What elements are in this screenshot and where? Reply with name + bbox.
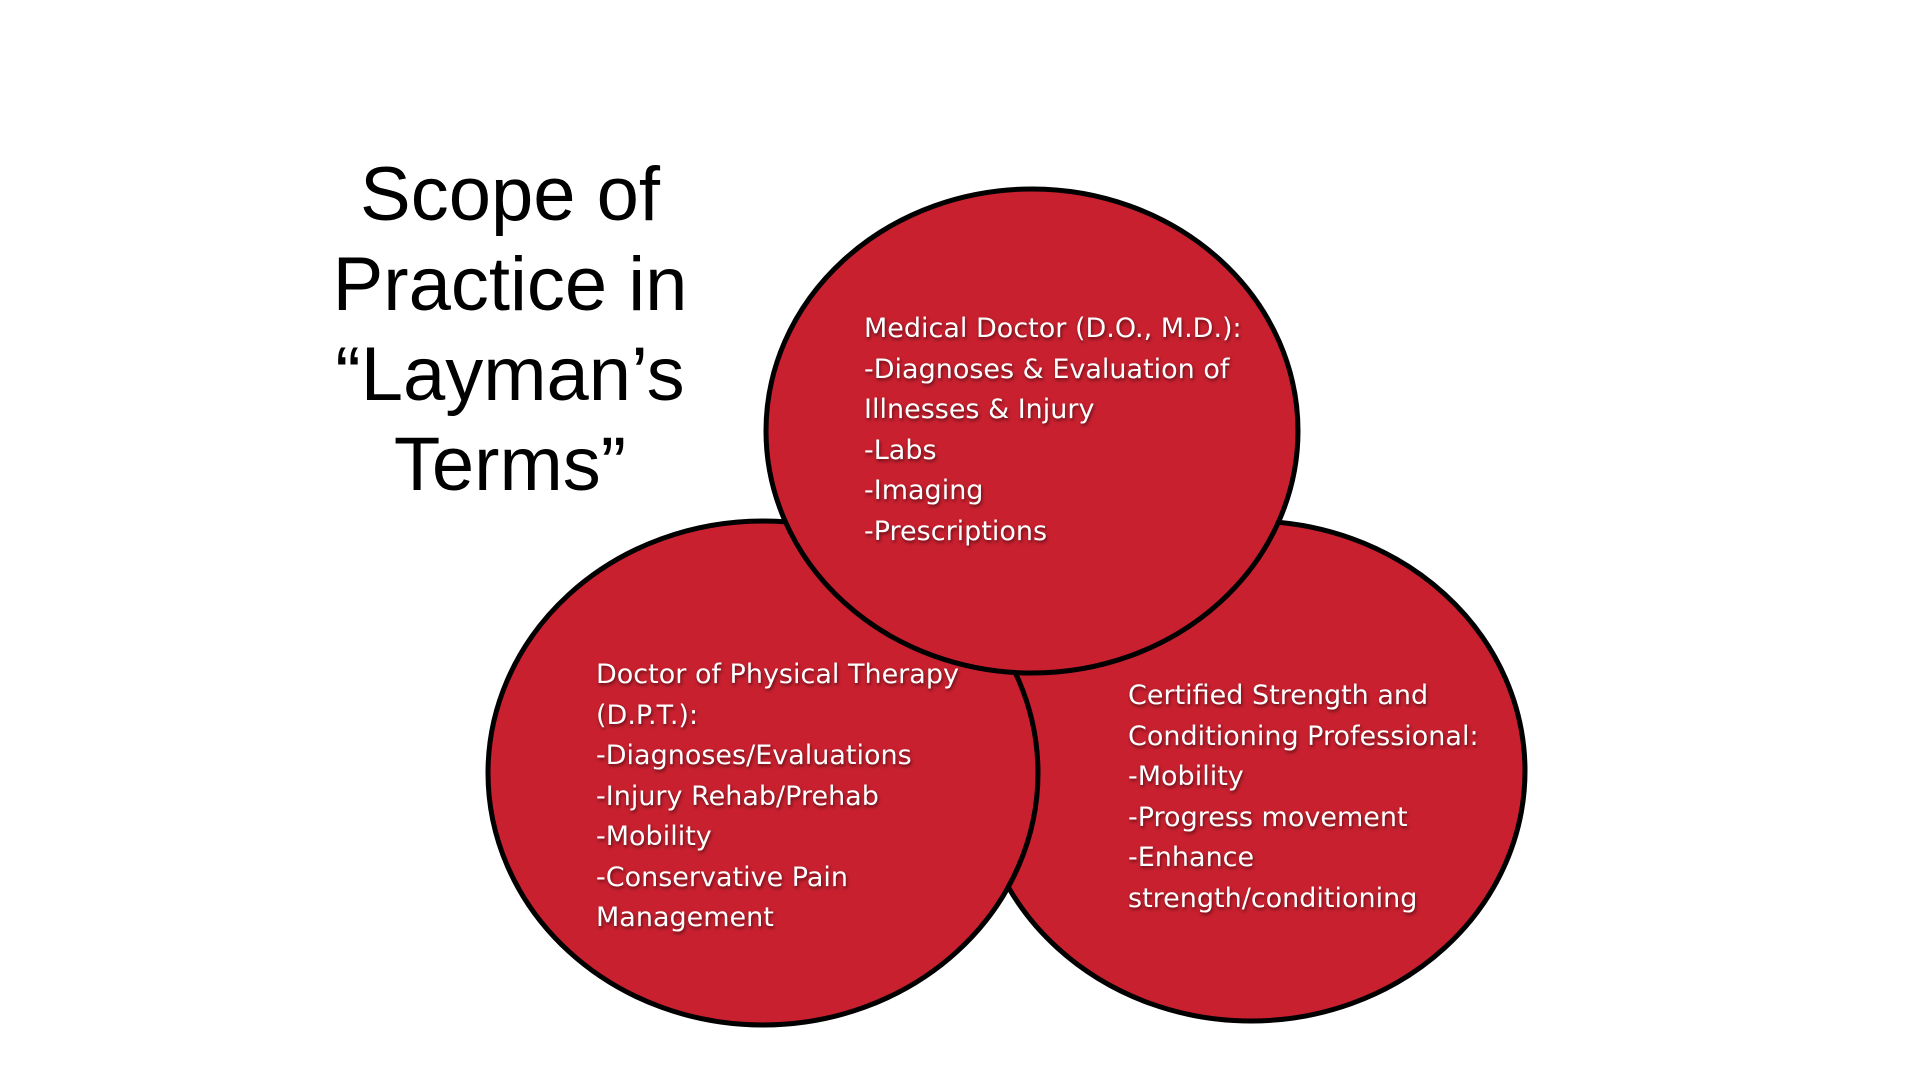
cscs-line: strength/conditioning xyxy=(1128,882,1418,914)
cscs-line: Conditioning Professional: xyxy=(1128,720,1479,752)
md-line: -Labs xyxy=(864,434,937,466)
cscs-line: -Enhance xyxy=(1128,842,1255,873)
cscs-line: Certified Strength and xyxy=(1128,680,1429,711)
md-line: Medical Doctor (D.O., M.D.): xyxy=(864,313,1242,344)
dpt-line: -Mobility xyxy=(596,821,712,852)
md-text: Medical Doctor (D.O., M.D.): -Diagnoses … xyxy=(864,309,1242,552)
dpt-line: (D.P.T.): xyxy=(596,699,699,731)
cscs-line: -Mobility xyxy=(1128,761,1244,792)
md-line: Illnesses & Injury xyxy=(864,394,1095,425)
title-line: Scope of xyxy=(360,152,660,237)
title-line: Terms” xyxy=(393,422,627,507)
dpt-line: -Injury Rehab/Prehab xyxy=(596,780,879,812)
dpt-line: Management xyxy=(596,902,774,933)
circle-md xyxy=(763,186,1301,676)
dpt-line: Doctor of Physical Therapy xyxy=(596,659,959,690)
circle-dpt xyxy=(485,518,1041,1028)
dpt-line: -Conservative Pain xyxy=(596,861,849,893)
md-line: -Diagnoses & Evaluation of xyxy=(864,353,1230,385)
dpt-line: -Diagnoses/Evaluations xyxy=(596,740,912,771)
title-line: Practice in xyxy=(332,242,688,327)
md-line: -Prescriptions xyxy=(864,515,1048,547)
cscs-text: Certified Strength and Conditioning Prof… xyxy=(1128,676,1479,919)
md-line: -Imaging xyxy=(864,475,984,506)
cscs-line: -Progress movement xyxy=(1128,801,1408,833)
title-line: “Layman’s xyxy=(335,332,685,417)
dpt-text: Doctor of Physical Therapy (D.P.T.): -Di… xyxy=(596,655,959,939)
slide-title: Scope of Practice in “Layman’s Terms” xyxy=(290,150,730,510)
